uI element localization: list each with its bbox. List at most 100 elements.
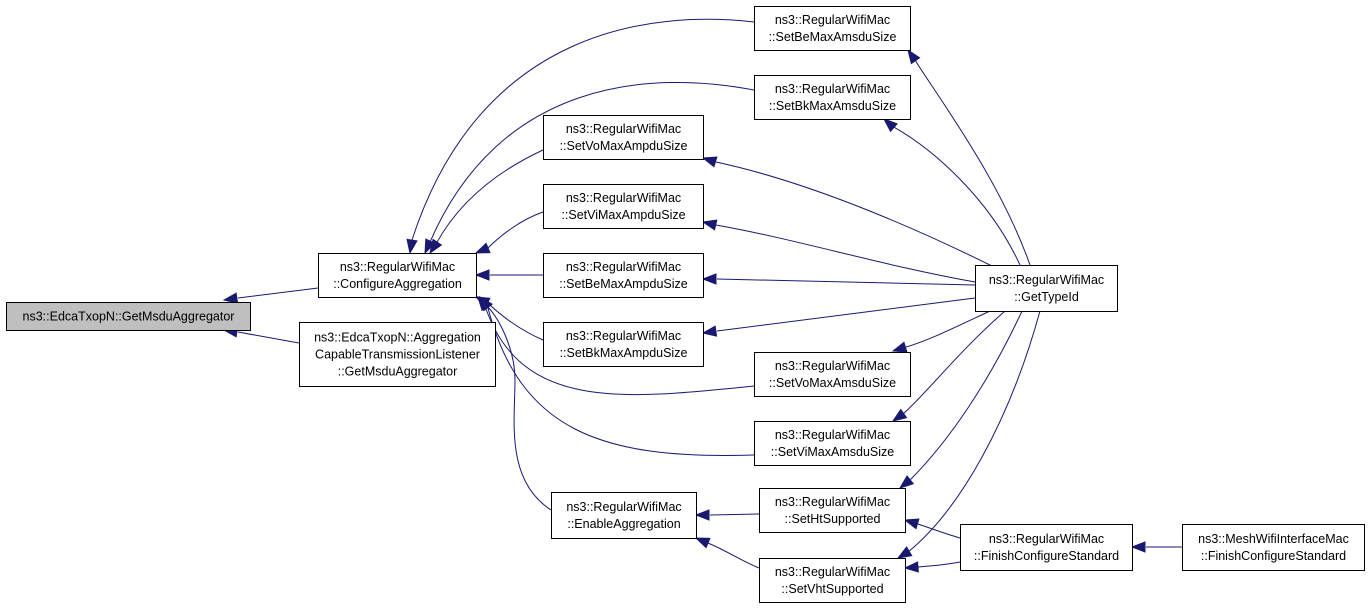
edge-line: [716, 297, 976, 332]
node-enableAggregation[interactable]: ns3::RegularWifiMac::EnableAggregation: [551, 492, 697, 539]
node-label: ::SetVoMaxAmpduSize: [560, 139, 688, 153]
node-label: ::SetBeMaxAmsduSize: [769, 30, 897, 44]
arrowhead: [406, 238, 418, 255]
arrowhead: [474, 269, 490, 281]
node-label: ns3::MeshWifiInterfaceMac: [1198, 532, 1349, 546]
node-box: [543, 115, 704, 160]
node-label: ns3::RegularWifiMac: [566, 260, 681, 274]
node-listenerGetMsduAggregator[interactable]: ns3::EdcaTxopN::AggregationCapableTransm…: [299, 322, 496, 387]
arrowhead: [694, 537, 711, 549]
node-box: [299, 322, 496, 387]
edge-line: [487, 302, 544, 341]
edge-getTypeId-to-setBkMaxAmsduSize: [882, 118, 1021, 266]
node-setBeMaxAmsduSize[interactable]: ns3::RegularWifiMac::SetBeMaxAmsduSize: [754, 6, 911, 51]
edge-configureAggregation-to-root: [222, 287, 319, 304]
edge-line: [905, 310, 991, 348]
edge-line: [914, 59, 1031, 266]
node-layer: ns3::EdcaTxopN::GetMsduAggregatorns3::Re…: [6, 6, 1365, 603]
edge-getTypeId-to-setBeMaxAmpduSize: [701, 273, 976, 286]
arrowhead: [222, 292, 239, 304]
arrowhead: [1130, 541, 1146, 553]
node-box: [975, 265, 1118, 312]
node-label: ns3::RegularWifiMac: [566, 329, 681, 343]
node-box: [754, 352, 911, 397]
node-box: [543, 322, 704, 367]
edge-line: [237, 331, 300, 344]
node-setBkMaxAmpduSize[interactable]: ns3::RegularWifiMac::SetBkMaxAmpduSize: [543, 322, 704, 367]
node-label: ::SetVoMaxAmsduSize: [769, 376, 896, 390]
node-configureAggregation[interactable]: ns3::RegularWifiMac::ConfigureAggregatio…: [318, 253, 477, 298]
edge-line: [487, 211, 544, 249]
arrowhead: [898, 475, 915, 489]
node-label: ::GetMsduAggregator: [338, 365, 458, 379]
edge-line: [487, 306, 552, 511]
node-label: ::SetVhtSupported: [781, 582, 883, 596]
arrowhead: [903, 561, 919, 573]
node-label: ::EnableAggregation: [567, 517, 680, 531]
edge-getTypeId-to-setBeMaxAmsduSize: [907, 48, 1031, 266]
arrowhead: [429, 238, 443, 255]
node-label: ::SetBkMaxAmsduSize: [769, 99, 896, 113]
edge-setVhtSupported-to-enableAggregation: [694, 537, 760, 569]
node-setVoMaxAmpduSize[interactable]: ns3::RegularWifiMac::SetVoMaxAmpduSize: [543, 115, 704, 160]
node-label: ns3::RegularWifiMac: [989, 532, 1104, 546]
edge-finishConfigureStandard-to-setVhtSupported: [903, 561, 961, 573]
node-finishConfigureStandard[interactable]: ns3::RegularWifiMac::FinishConfigureStan…: [960, 524, 1133, 571]
node-label: ns3::RegularWifiMac: [340, 260, 455, 274]
node-setViMaxAmsduSize[interactable]: ns3::RegularWifiMac::SetViMaxAmsduSize: [754, 421, 911, 466]
edge-setViMaxAmpduSize-to-configureAggregation: [474, 211, 544, 254]
arrowhead: [896, 546, 913, 559]
node-label: ::SetViMaxAmsduSize: [771, 445, 894, 459]
node-box: [551, 492, 697, 539]
edge-setBeMaxAmpduSize-to-configureAggregation: [474, 269, 543, 281]
node-box: [754, 421, 911, 466]
node-getTypeId[interactable]: ns3::RegularWifiMac::GetTypeId: [975, 265, 1118, 312]
node-label: ns3::RegularWifiMac: [566, 500, 681, 514]
edge-setHtSupported-to-enableAggregation: [694, 509, 760, 521]
node-setBeMaxAmpduSize[interactable]: ns3::RegularWifiMac::SetBeMaxAmpduSize: [543, 253, 704, 298]
node-label: ns3::RegularWifiMac: [775, 565, 890, 579]
arrowhead: [891, 341, 908, 353]
node-root[interactable]: ns3::EdcaTxopN::GetMsduAggregator: [6, 302, 251, 331]
arrowhead: [903, 518, 920, 530]
node-label: ns3::RegularWifiMac: [566, 191, 681, 205]
node-box: [543, 184, 704, 229]
edge-getTypeId-to-setVoMaxAmsduSize: [891, 310, 991, 353]
arrowhead: [701, 156, 718, 168]
node-label: ::SetBkMaxAmpduSize: [560, 346, 688, 360]
edge-line: [429, 81, 755, 243]
edge-line: [484, 305, 755, 396]
node-box: [318, 253, 477, 298]
node-setHtSupported[interactable]: ns3::RegularWifiMac::SetHtSupported: [759, 488, 906, 533]
arrowhead: [694, 509, 710, 521]
node-label: ::SetHtSupported: [785, 512, 881, 526]
edge-line: [237, 287, 319, 299]
node-label: ns3::RegularWifiMac: [775, 495, 890, 509]
node-meshFinishConfigureStandard[interactable]: ns3::MeshWifiInterfaceMac::FinishConfigu…: [1182, 524, 1365, 571]
edge-line: [435, 149, 544, 245]
arrowhead: [479, 295, 493, 312]
node-label: ::FinishConfigureStandard: [974, 549, 1119, 563]
node-label: ::GetTypeId: [1014, 290, 1079, 304]
edge-meshFinishConfigureStandard-to-finishConfigureStandard: [1130, 541, 1182, 553]
node-setBkMaxAmsduSize[interactable]: ns3::RegularWifiMac::SetBkMaxAmsduSize: [754, 75, 911, 120]
node-box: [960, 524, 1133, 571]
edge-line: [715, 224, 976, 283]
node-label: ::SetBeMaxAmpduSize: [559, 277, 688, 291]
node-setViMaxAmpduSize[interactable]: ns3::RegularWifiMac::SetViMaxAmpduSize: [543, 184, 704, 229]
node-label: ::FinishConfigureStandard: [1201, 549, 1346, 563]
node-setVhtSupported[interactable]: ns3::RegularWifiMac::SetVhtSupported: [759, 558, 906, 603]
edge-enableAggregation-to-configureAggregation: [479, 295, 552, 511]
node-box: [754, 75, 911, 120]
node-setVoMaxAmsduSize[interactable]: ns3::RegularWifiMac::SetVoMaxAmsduSize: [754, 352, 911, 397]
arrowhead: [701, 325, 718, 337]
node-label: ns3::RegularWifiMac: [989, 273, 1104, 287]
node-box: [6, 302, 251, 331]
node-box: [759, 488, 906, 533]
edge-finishConfigureStandard-to-setHtSupported: [903, 518, 961, 539]
node-label: ns3::RegularWifiMac: [566, 122, 681, 136]
edge-setViMaxAmsduSize-to-configureAggregation: [479, 295, 755, 456]
edge-line: [902, 310, 1006, 415]
edge-line: [715, 161, 1001, 271]
